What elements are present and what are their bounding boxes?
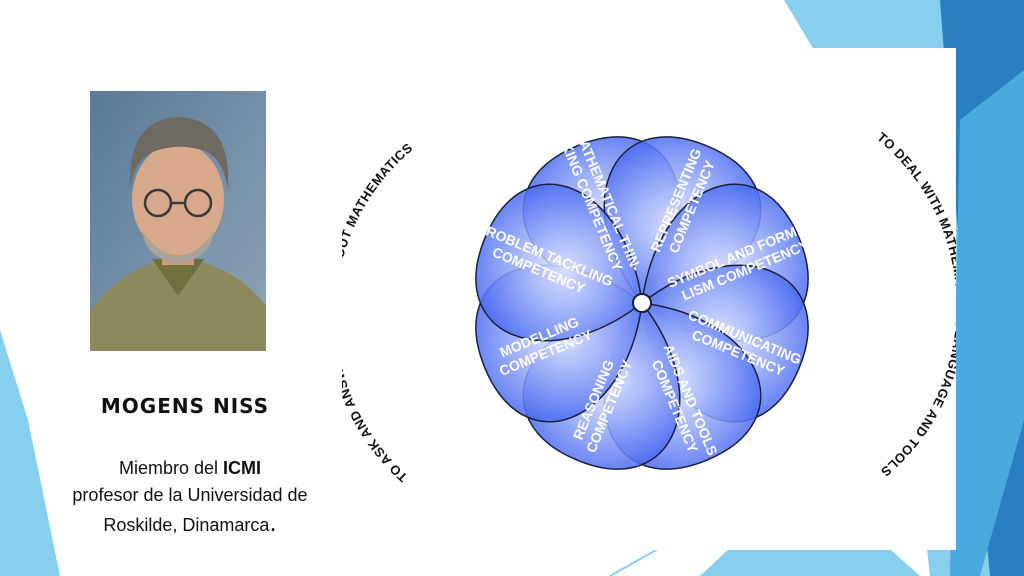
petal-7 (475, 183, 643, 342)
center-node (632, 293, 652, 313)
role-line-3: Roskilde, Dinamarca. (40, 509, 340, 539)
deco-shape-right-mid (950, 70, 1024, 576)
deco-line (609, 544, 666, 576)
deco-shape-left (0, 330, 60, 576)
portrait-photo (90, 91, 266, 351)
role-prefix: Miembro del (118, 458, 224, 478)
role-organization: ICMI (223, 458, 262, 478)
role-line-1: Miembro del ICMI (40, 455, 340, 482)
role-end-period: . (269, 507, 277, 537)
role-location: Roskilde, Dinamarca (103, 515, 270, 535)
left-arc-text: TO ASK AND ANSWER IN, WITH, ABOUT MATHEM… (342, 140, 415, 485)
role-line-2: profesor de la Universidad de (72, 485, 308, 505)
petals-group (475, 136, 809, 470)
right-arc-label: TO DEAL WITH MATHEMATICAL LANGUAGE AND T… (874, 129, 956, 480)
person-role: Miembro del ICMI profesor de la Universi… (40, 455, 340, 539)
left-arc-label: TO ASK AND ANSWER IN, WITH, ABOUT MATHEM… (342, 140, 416, 485)
person-name: MOGENS NISS (100, 394, 270, 418)
right-arc-text: TO DEAL WITH MATHEMATICAL LANGUAGE AND T… (874, 129, 956, 480)
